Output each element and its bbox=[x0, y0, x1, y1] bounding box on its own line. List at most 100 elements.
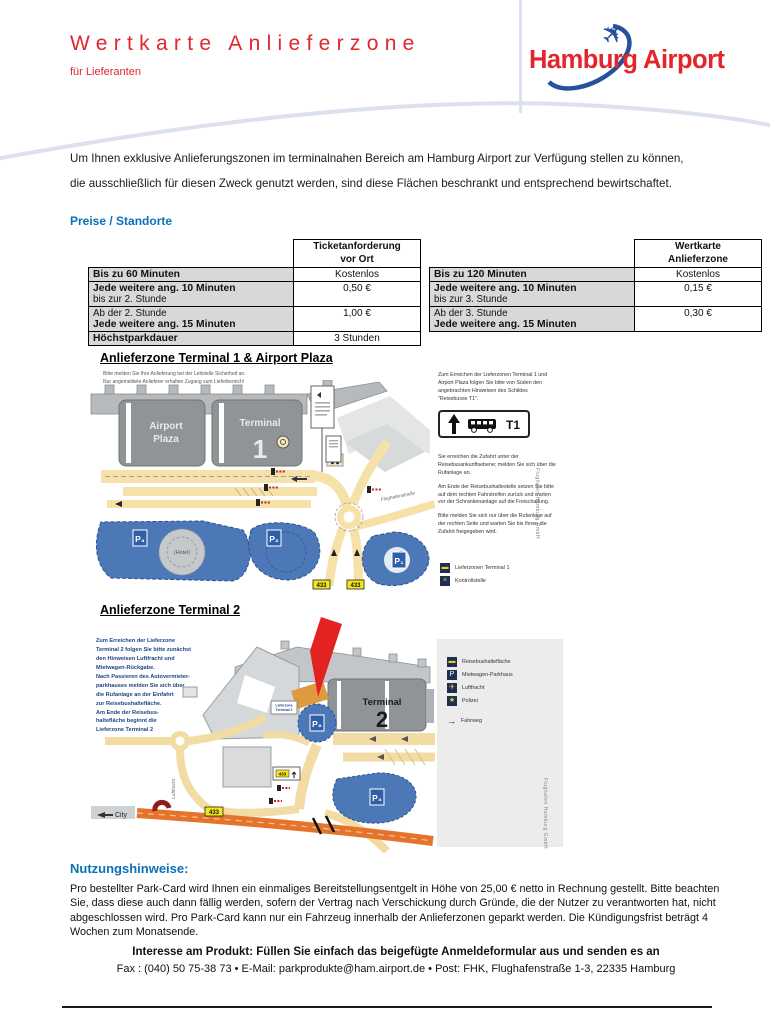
route-sign-small: 433 bbox=[272, 766, 301, 781]
contact-line: Fax : (040) 50 75-38 73 • E-Mail: parkpr… bbox=[116, 963, 676, 975]
legend-item: ▬ Reisebushaltefläche bbox=[447, 657, 511, 667]
main-road-b433: 433 City bbox=[91, 799, 434, 846]
svg-text:Lieferzone: Lieferzone bbox=[276, 704, 293, 708]
svg-text:433: 433 bbox=[350, 583, 361, 589]
hamburg-airport-logo: ✈ Hamburg Airport bbox=[529, 15, 726, 91]
legend-item: ▬ Lieferzonen Terminal 1 bbox=[440, 563, 510, 573]
info-circle-icon bbox=[276, 435, 290, 449]
intro-paragraph: Um Ihnen exklusive Anlieferungszonen im … bbox=[70, 152, 684, 190]
parking-area-south: P₄ bbox=[332, 772, 417, 824]
up-arrow-icon bbox=[448, 413, 460, 434]
map1-credit: Flughafen Hamburg GmbH bbox=[534, 468, 540, 540]
bus-icon bbox=[468, 418, 496, 433]
apron-area bbox=[337, 396, 430, 472]
logo-text: Hamburg Airport bbox=[529, 46, 726, 74]
svg-text:P₁: P₁ bbox=[394, 556, 404, 566]
bottom-rule bbox=[62, 1006, 712, 1008]
table-header-row: Wertkarte Anlieferzone bbox=[429, 239, 762, 268]
roundabout bbox=[170, 731, 190, 751]
svg-text:Airport: Airport bbox=[149, 421, 183, 432]
t1-road-sign: T1 bbox=[438, 409, 530, 438]
map1-side-notes: Zum Erreichen der Lieferzonen Terminal 1… bbox=[438, 372, 556, 543]
road-arrows bbox=[369, 736, 408, 760]
usage-heading: Nutzungshinweise: bbox=[70, 861, 189, 876]
svg-text:1: 1 bbox=[253, 434, 267, 464]
svg-text:Terminal 2: Terminal 2 bbox=[276, 708, 293, 712]
table-row: Bis zu 60 Minuten Kostenlos bbox=[88, 267, 421, 282]
map2-legend: ▬ Reisebushaltefläche P Mietwagen-Parkha… bbox=[437, 639, 563, 847]
map1-side-para2: Sie erreichen die Zufahrt unter der Reis… bbox=[438, 453, 556, 476]
column-header: Ticketanforderung vor Ort bbox=[293, 239, 421, 268]
terminal2-building: Terminal 2 bbox=[327, 678, 434, 732]
page-subtitle: für Lieferanten bbox=[70, 66, 141, 78]
ticket-price-table: Ticketanforderung vor Ort Bis zu 60 Minu… bbox=[88, 239, 421, 346]
map2-credit: Flughafen Hamburg GmbH bbox=[542, 778, 548, 850]
roundabout bbox=[334, 502, 364, 532]
parking-badge-p4: P₄ bbox=[132, 529, 148, 547]
header-divider-vertical-line bbox=[519, 0, 522, 113]
parking-garage-icon: P bbox=[447, 670, 457, 680]
red-marker-arrow bbox=[310, 617, 342, 697]
prices-heading: Preise / Standorte bbox=[70, 214, 173, 228]
svg-text:Terminal: Terminal bbox=[240, 418, 281, 429]
map1-side-para1: Zum Erreichen der Lieferzonen Terminal 1… bbox=[438, 372, 548, 402]
parking-badge-p1: P₁ bbox=[391, 551, 407, 569]
wertkarte-price-table: Wertkarte Anlieferzone Bis zu 120 Minute… bbox=[429, 239, 762, 332]
svg-text:P₄: P₄ bbox=[135, 534, 145, 544]
legend-item: P Mietwagen-Parkhaus bbox=[447, 670, 563, 680]
legend-item: ✈ Luftfracht bbox=[447, 683, 563, 693]
delivery-zone-icon: ▬ bbox=[440, 563, 450, 573]
interest-line: Interesse am Produkt: Füllen Sie einfach… bbox=[132, 946, 660, 958]
map2-title: Anlieferzone Terminal 2 bbox=[100, 603, 241, 617]
legend-item: → Fahrweg bbox=[447, 716, 482, 726]
air-cargo-icon: ✈ bbox=[447, 683, 457, 693]
city-arrow-icon bbox=[97, 812, 113, 818]
t1-sign-label: T1 bbox=[506, 418, 520, 432]
svg-text:2: 2 bbox=[376, 707, 388, 732]
hatch-zone bbox=[384, 748, 426, 766]
table-row: Bis zu 120 Minuten Kostenlos bbox=[429, 267, 762, 282]
map1-title: Anlieferzone Terminal 1 & Airport Plaza bbox=[100, 351, 333, 365]
map1-legend: ▬ Lieferzonen Terminal 1 × Kontrollstell… bbox=[440, 563, 570, 589]
svg-text:P₈: P₈ bbox=[312, 719, 322, 729]
header-divider-arc bbox=[0, 101, 770, 161]
column-header: Wertkarte Anlieferzone bbox=[634, 239, 762, 268]
plaza-buildings bbox=[182, 646, 300, 788]
street-label: Luftfracht bbox=[171, 778, 177, 799]
p2-ring bbox=[265, 531, 307, 573]
svg-text:(Hotel): (Hotel) bbox=[174, 550, 191, 556]
route-badge-433: 433 433 bbox=[312, 579, 365, 590]
svg-text:P₄: P₄ bbox=[372, 793, 382, 803]
terminal1-map: Airport Plaza Terminal 1 bbox=[90, 380, 435, 590]
direction-arrow bbox=[291, 476, 307, 482]
terminal2-map: Terminal 2 Lieferzone Terminal 2 bbox=[91, 617, 435, 853]
airport-plaza-building: Airport Plaza bbox=[118, 399, 206, 467]
barrier-icons bbox=[256, 468, 381, 506]
svg-text:433: 433 bbox=[209, 810, 220, 816]
terminal1-building: Terminal 1 bbox=[211, 399, 303, 467]
control-point-icon: × bbox=[440, 576, 450, 586]
delivery-zone-sign: Lieferzone Terminal 2 bbox=[270, 700, 298, 715]
svg-text:433: 433 bbox=[279, 771, 287, 776]
svg-text:Flughafenstraße: Flughafenstraße bbox=[380, 490, 416, 503]
barrier-icons bbox=[269, 785, 290, 804]
svg-text:433: 433 bbox=[316, 583, 327, 589]
hotel-area: (Hotel) bbox=[158, 528, 206, 576]
bus-area-icon: ▬ bbox=[447, 657, 457, 667]
route-arrow-icon: → bbox=[447, 716, 456, 726]
svg-text:Terminal: Terminal bbox=[363, 697, 402, 708]
legend-item: × Kontrollstelle bbox=[440, 576, 570, 586]
map1-note: Bitte melden Sie Ihre Anlieferung bei de… bbox=[103, 371, 246, 385]
map1-side-para4: Bitte melden Sie sich nur über die Rufan… bbox=[438, 513, 552, 536]
police-icon: ★ bbox=[447, 696, 457, 706]
usage-body: Pro bestellter Park-Card wird Ihnen ein … bbox=[70, 883, 720, 938]
parking-circle: P₈ bbox=[297, 703, 337, 743]
logo-swoosh-icon bbox=[547, 23, 632, 91]
wayfinding-sign bbox=[310, 385, 342, 472]
parking-badge-p2: P₂ bbox=[266, 529, 282, 547]
